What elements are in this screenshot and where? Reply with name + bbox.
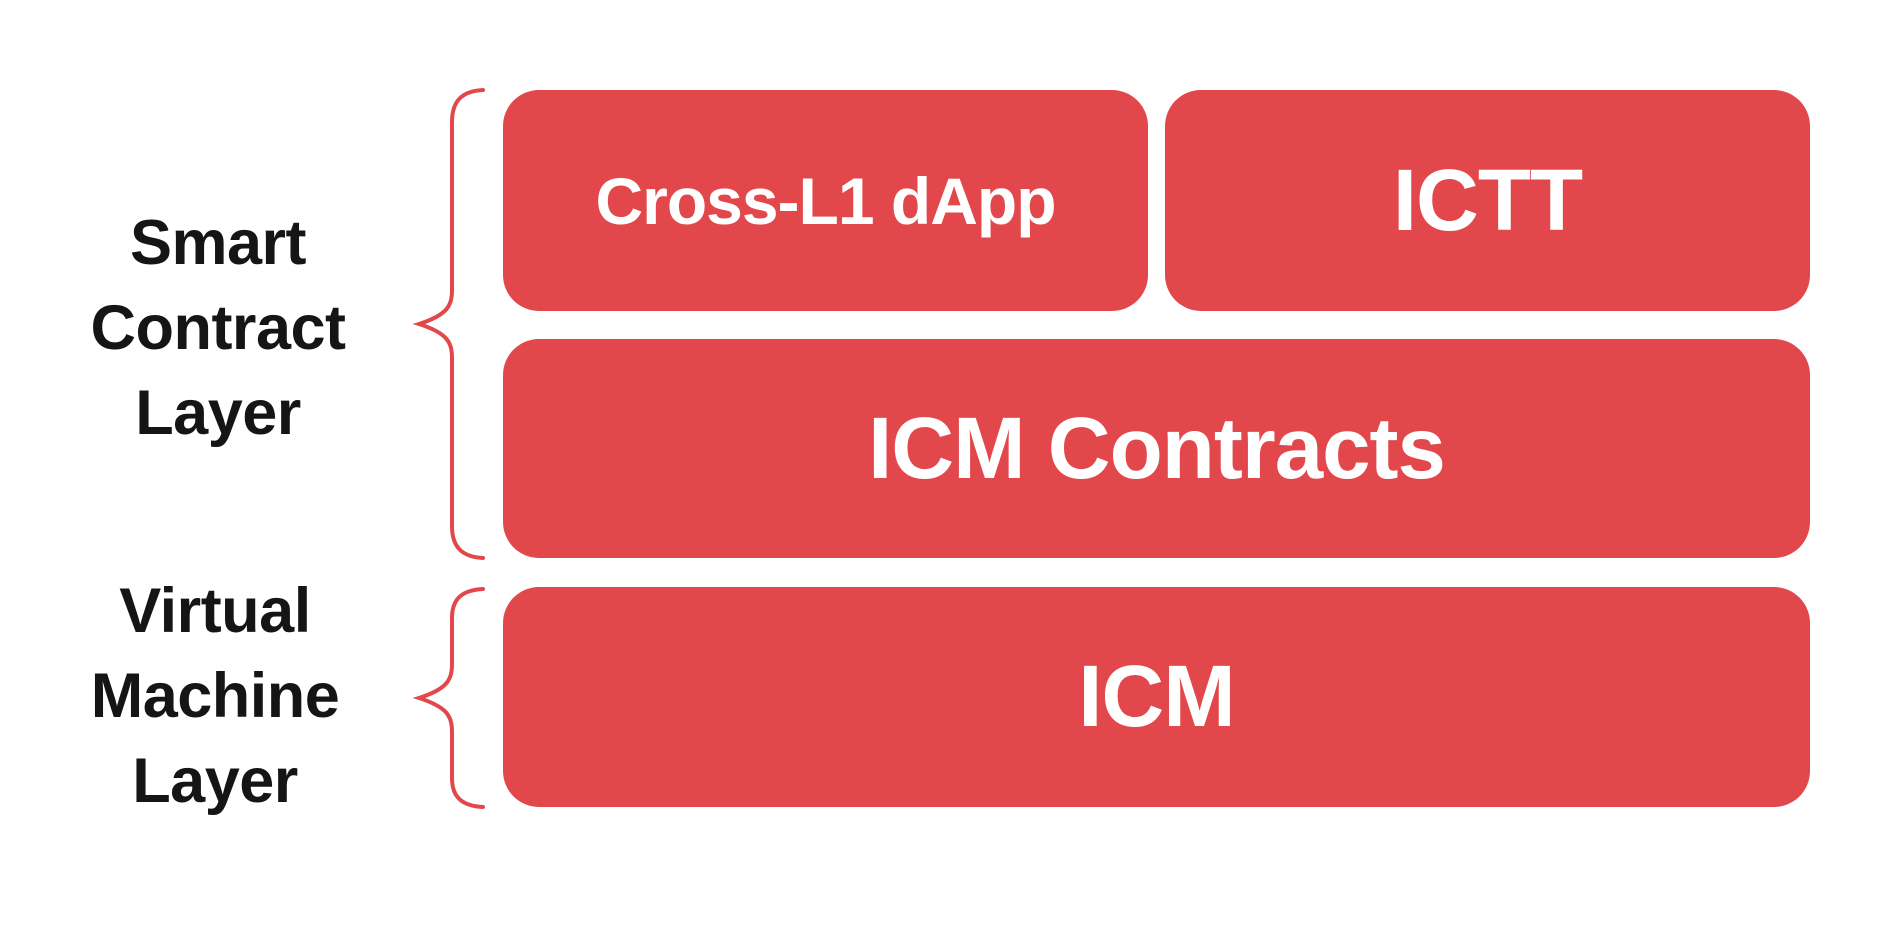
box-icm: ICM bbox=[503, 587, 1810, 807]
layer-label-line: Smart bbox=[129, 208, 307, 278]
box-cross-l1-dapp: Cross-L1 dApp bbox=[503, 90, 1148, 311]
box-label: ICTT bbox=[1392, 151, 1583, 249]
curly-brace-icon-smart-contract-layer bbox=[412, 88, 485, 560]
layer-label-smart-contract: Smart Contract Layer bbox=[38, 201, 398, 456]
layer-label-line: Layer bbox=[132, 746, 298, 816]
box-icm-contracts: ICM Contracts bbox=[503, 339, 1810, 558]
box-label: Cross-L1 dApp bbox=[595, 163, 1056, 238]
layer-label-line: Layer bbox=[135, 378, 301, 448]
box-ictt: ICTT bbox=[1165, 90, 1810, 311]
layer-label-line: Contract bbox=[90, 293, 346, 363]
box-label: ICM bbox=[1078, 648, 1235, 745]
curly-brace-icon-virtual-machine-layer bbox=[412, 587, 485, 809]
layer-label-line: Machine bbox=[90, 661, 340, 731]
layer-label-virtual-machine: Virtual Machine Layer bbox=[35, 569, 395, 824]
box-label: ICM Contracts bbox=[868, 399, 1446, 497]
layer-label-line: Virtual bbox=[119, 576, 311, 646]
